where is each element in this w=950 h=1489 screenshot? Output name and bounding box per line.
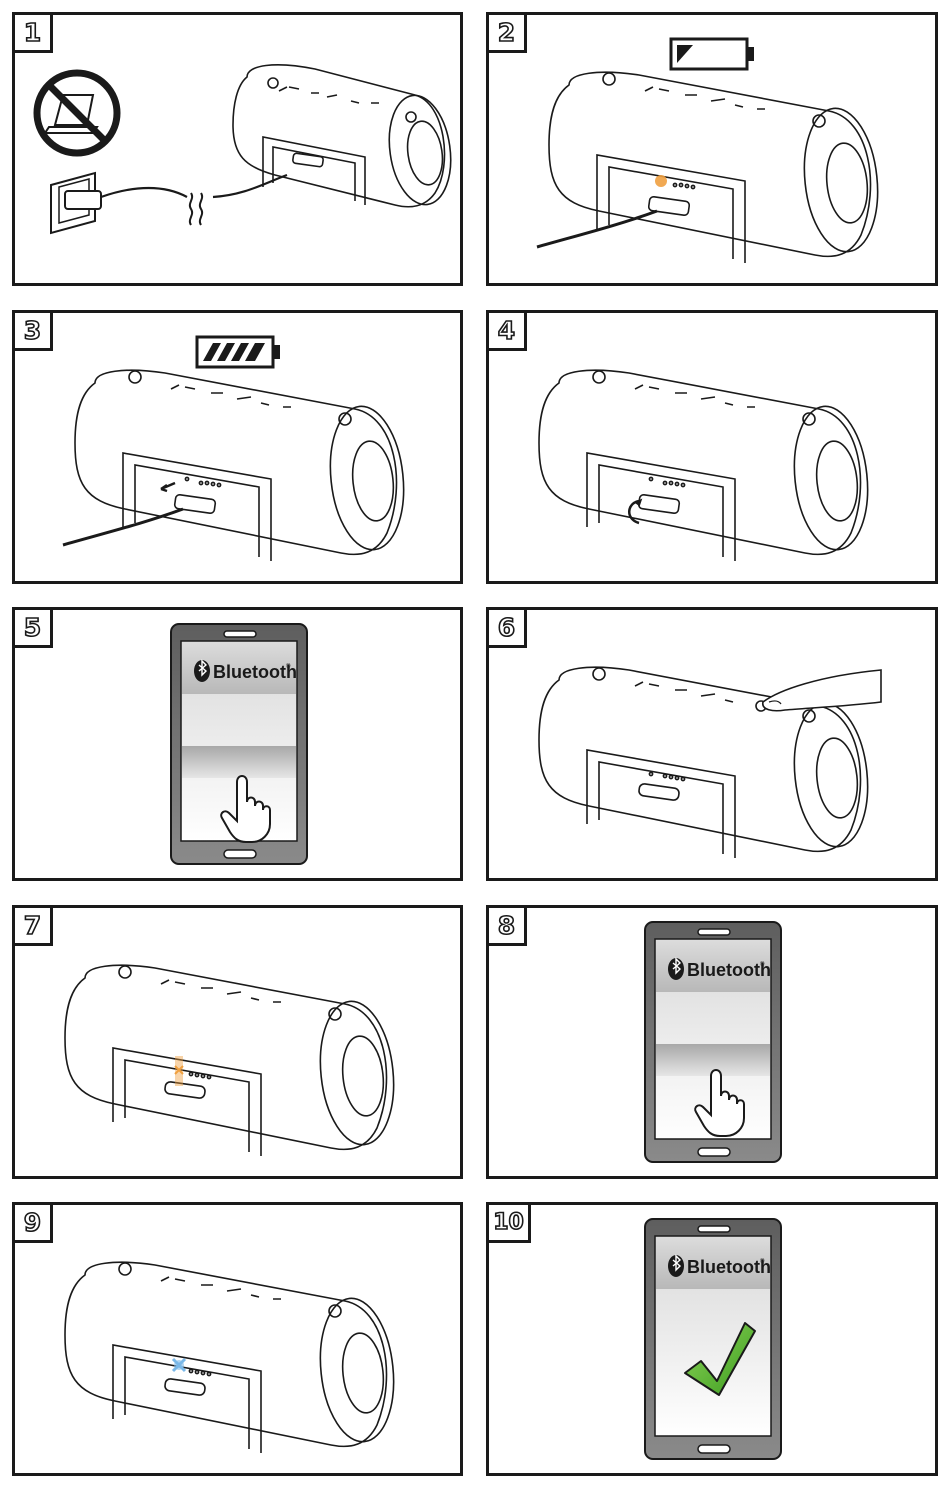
step-number: 3 [15, 313, 53, 351]
speaker-illustration [65, 1262, 400, 1453]
speaker-illustration [75, 370, 410, 561]
speaker-illustration [549, 72, 884, 263]
step-number: 2 [489, 15, 527, 53]
step-8-panel: 8 Bluetooth ® [486, 905, 938, 1179]
step-5-panel: 5 Bluetooth ® [12, 607, 463, 881]
registered-mark: ® [760, 1258, 765, 1265]
step-number: 10 [489, 1205, 531, 1243]
step-number: 6 [489, 610, 527, 648]
battery-low-icon [671, 39, 754, 69]
step-1-panel: 1 [12, 12, 463, 286]
step-number: 7 [15, 908, 53, 946]
no-laptop-icon [37, 73, 117, 153]
registered-mark: ® [760, 961, 765, 968]
wall-socket-icon [51, 173, 101, 233]
step-number: 8 [489, 908, 527, 946]
speaker-illustration [65, 965, 400, 1156]
step-8-phone: Bluetooth ® [489, 908, 935, 1176]
speaker-illustration [233, 65, 457, 209]
step-4-panel: 4 [486, 310, 938, 584]
bluetooth-label: Bluetooth [687, 1257, 771, 1277]
led-orange [655, 175, 667, 187]
step-number: 9 [15, 1205, 53, 1243]
step-9-illustration [15, 1205, 460, 1473]
step-10-phone: Bluetooth ® [489, 1205, 935, 1473]
step-number: 5 [15, 610, 53, 648]
bluetooth-icon [194, 660, 210, 682]
step-5-phone: Bluetooth ® [15, 610, 460, 878]
step-2-illustration [489, 15, 935, 283]
led-blue [173, 1359, 185, 1371]
speaker-illustration [539, 370, 874, 561]
step-7-illustration [15, 908, 460, 1176]
step-2-panel: 2 [486, 12, 938, 286]
bluetooth-icon [668, 958, 684, 980]
bluetooth-icon [668, 1255, 684, 1277]
bluetooth-label: Bluetooth [687, 960, 771, 980]
battery-full-icon [197, 337, 280, 367]
step-6-illustration [489, 610, 935, 878]
step-1-illustration [15, 15, 460, 283]
bluetooth-label: Bluetooth [213, 662, 297, 682]
step-4-illustration [489, 313, 935, 581]
registered-mark: ® [286, 663, 291, 670]
step-3-illustration [15, 313, 460, 581]
step-7-panel: 7 [12, 905, 463, 1179]
step-number: 4 [489, 313, 527, 351]
finger-press-icon [763, 670, 881, 711]
led-orange-blink [175, 1056, 183, 1086]
step-number: 1 [15, 15, 53, 53]
step-10-panel: 10 Bluetooth ® [486, 1202, 938, 1476]
step-3-panel: 3 [12, 310, 463, 584]
step-6-panel: 6 [486, 607, 938, 881]
step-9-panel: 9 [12, 1202, 463, 1476]
